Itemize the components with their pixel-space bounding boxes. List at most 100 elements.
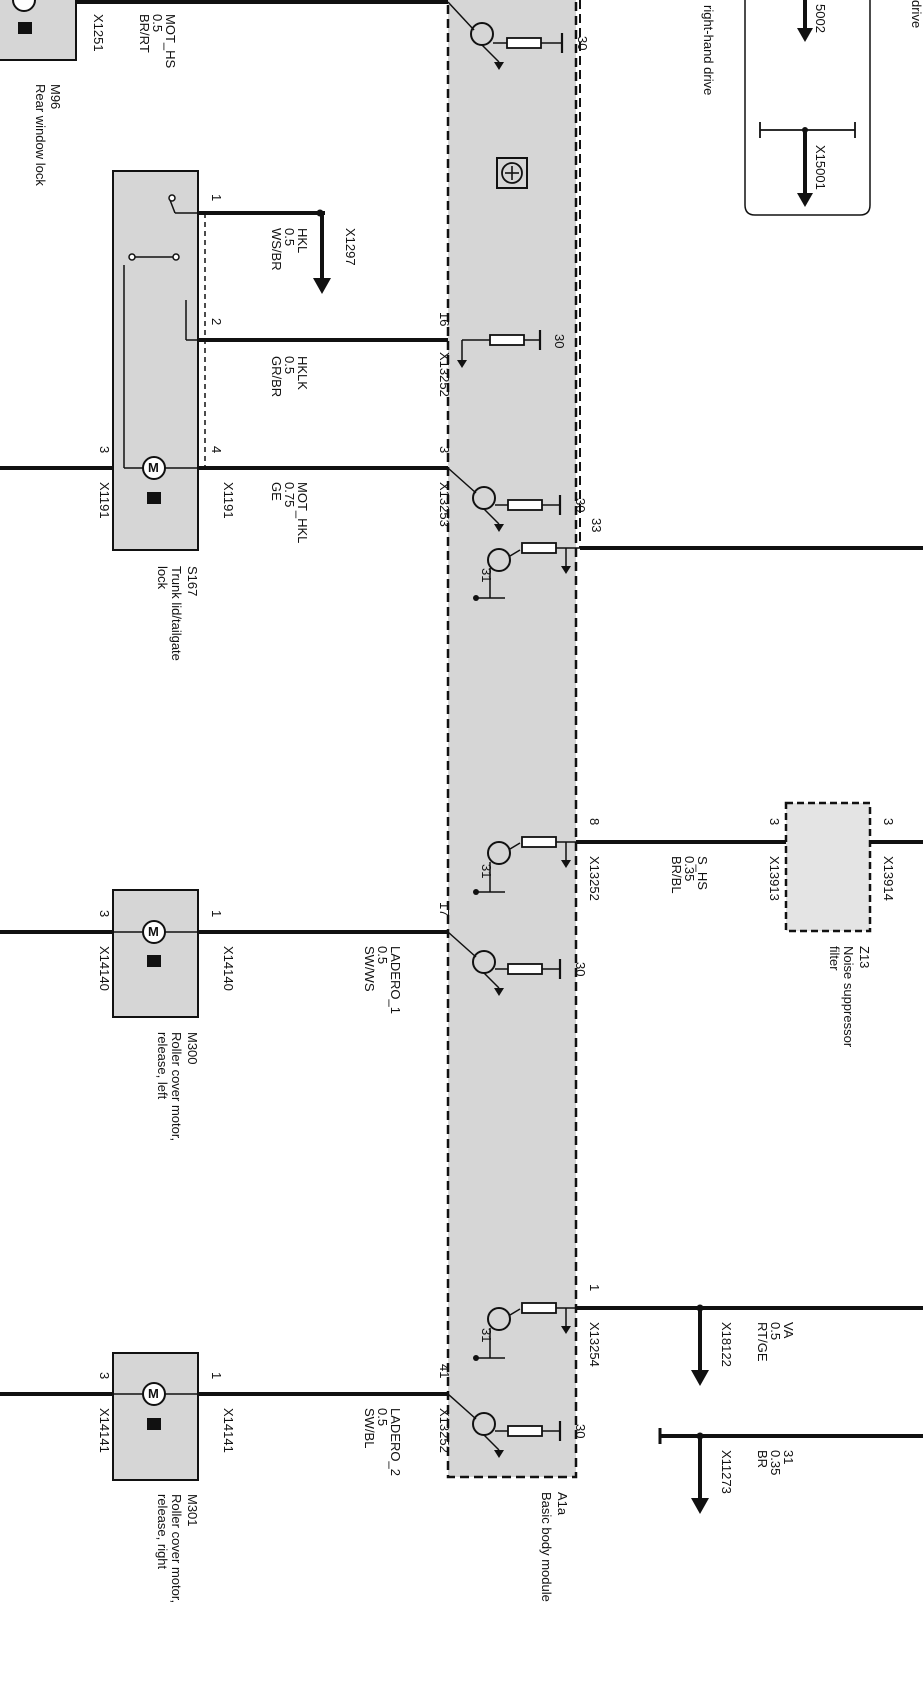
m301-component[interactable] bbox=[112, 1352, 199, 1481]
m300-component[interactable] bbox=[112, 889, 199, 1018]
s167-pin-4: 4 bbox=[209, 446, 224, 453]
circuit-m301: M 1 3 41 X14141 X14141 X13252 LADERO_2 0… bbox=[0, 1352, 588, 1603]
pin-30-m96: 30 bbox=[575, 36, 590, 50]
m96-code: M96 bbox=[48, 84, 63, 109]
x14141-label-3: X14141 bbox=[97, 1408, 112, 1453]
pin-31-33: 31 bbox=[479, 568, 494, 582]
s-hs-color: BR/BL bbox=[669, 856, 684, 894]
hklk-color: GR/BR bbox=[269, 356, 284, 397]
a1a-pin-41: 41 bbox=[437, 1364, 452, 1378]
va-name: VA bbox=[781, 1322, 796, 1339]
ladero1-size: 0.5 bbox=[375, 946, 390, 964]
s-hs-name: S_HS bbox=[695, 856, 710, 890]
va-size: 0.5 bbox=[768, 1322, 783, 1340]
m301-desc-1: Roller cover motor, bbox=[169, 1494, 184, 1603]
x13252-label-16: X13252 bbox=[437, 352, 452, 397]
m301-pin-3: 3 bbox=[97, 1372, 112, 1379]
circuit-ground-31: X11273 31 0.35 BR bbox=[658, 1428, 923, 1514]
z13-code: Z13 bbox=[857, 946, 872, 968]
x1251-label: X1251 bbox=[91, 14, 106, 52]
hkl-size: 0.5 bbox=[282, 228, 297, 246]
a1a-pin-33: 33 bbox=[589, 518, 604, 532]
mot-hs-name: MOT_HS bbox=[163, 14, 178, 69]
ladero1-color: SW/WS bbox=[362, 946, 377, 992]
m301-desc-2: release, right bbox=[155, 1494, 170, 1570]
m300-desc-2: release, left bbox=[155, 1032, 170, 1100]
ladero2-color: SW/BL bbox=[362, 1408, 377, 1448]
s-hs-size: 0.35 bbox=[682, 856, 697, 881]
hkl-color: WS/BR bbox=[269, 228, 284, 271]
s167-code: S167 bbox=[185, 566, 200, 596]
m96-desc: Rear window lock bbox=[33, 84, 48, 186]
pin-31-8: 31 bbox=[479, 864, 494, 878]
pin-30-ladero1: 30 bbox=[573, 962, 588, 976]
m96-component[interactable] bbox=[0, 0, 77, 61]
x13252-label-8: X13252 bbox=[587, 856, 602, 901]
x11273-label: X11273 bbox=[719, 1450, 734, 1494]
motor-glyph-m300: M bbox=[148, 924, 159, 939]
s167-component[interactable] bbox=[112, 170, 199, 551]
a1a-pin-3: 3 bbox=[437, 446, 452, 453]
circuit-pin-1-va: 1 X13254 X18122 VA 0.5 RT/GE 31 bbox=[473, 1284, 923, 1386]
module-a1a[interactable] bbox=[446, 0, 581, 1479]
circuit-pin-8: 8 X13252 S_HS 0.35 BR/BL 3 X13913 3 X139… bbox=[473, 801, 923, 1048]
a1a-pin-17: 17 bbox=[437, 902, 452, 916]
hklk-name: HKLK bbox=[295, 356, 310, 390]
s167-desc-2: lock bbox=[155, 566, 170, 590]
z13-component[interactable] bbox=[784, 801, 872, 933]
mot-hs-size: 0.5 bbox=[150, 14, 165, 32]
w31-color: BR bbox=[755, 1450, 770, 1468]
mot-hkl-name: MOT_HKL bbox=[295, 482, 310, 543]
a1a-pin-16: 16 bbox=[437, 312, 452, 326]
x13254-label: X13254 bbox=[587, 1322, 602, 1367]
m300-pin-1: 1 bbox=[209, 910, 224, 917]
pin-30-mot-hkl: 30 bbox=[573, 498, 588, 512]
z13-desc-2: filter bbox=[827, 946, 842, 971]
drive-variant-box: 5002 X15001 right-hand drive drive bbox=[701, 0, 923, 216]
s167-pin-2: 2 bbox=[209, 318, 224, 325]
a1a-code: A1a bbox=[555, 1492, 570, 1516]
hklk-size: 0.5 bbox=[282, 356, 297, 374]
x1297-label: X1297 bbox=[343, 228, 358, 266]
z13-desc-1: Noise suppressor bbox=[841, 946, 856, 1048]
x13914-label: X13914 bbox=[881, 856, 896, 901]
x14140-label-1: X14140 bbox=[221, 946, 236, 991]
m300-pin-3: 3 bbox=[97, 910, 112, 917]
s167-pin-1: 1 bbox=[209, 194, 224, 201]
m301-code: M301 bbox=[185, 1494, 200, 1527]
hkl-name: HKL bbox=[295, 228, 310, 253]
a1a-pin-8: 8 bbox=[587, 818, 602, 825]
w31-name: 31 bbox=[781, 1450, 796, 1464]
x1191-label-4: X1191 bbox=[221, 482, 236, 519]
s167-pin-3: 3 bbox=[97, 446, 112, 453]
x13253-label: X13253 bbox=[437, 482, 452, 527]
x1191-label-3: X1191 bbox=[97, 482, 112, 519]
m301-pin-1: 1 bbox=[209, 1372, 224, 1379]
x13252-label-41: X13252 bbox=[437, 1408, 452, 1453]
w31-size: 0.35 bbox=[768, 1450, 783, 1475]
ladero2-size: 0.5 bbox=[375, 1408, 390, 1426]
mot-hkl-size: 0.75 bbox=[282, 482, 297, 507]
z13-pin-3-out: 3 bbox=[881, 818, 896, 825]
circuit-pin-33: 33 31 bbox=[473, 518, 923, 601]
circuit-m96: X1251 MOT_HS 0.5 BR/RT M96 Rear window l… bbox=[0, 0, 590, 186]
va-color: RT/GE bbox=[755, 1322, 770, 1362]
s167-desc-1: Trunk lid/tailgate bbox=[169, 566, 184, 661]
m300-code: M300 bbox=[185, 1032, 200, 1065]
a1a-pin-1: 1 bbox=[587, 1284, 602, 1291]
ladero1-name: LADERO_1 bbox=[388, 946, 403, 1014]
drive-label: drive bbox=[909, 0, 923, 28]
mot-hs-color: BR/RT bbox=[137, 14, 152, 53]
pin-30-hklk: 30 bbox=[552, 334, 567, 348]
c15002-label: 5002 bbox=[813, 4, 828, 33]
a1a-desc: Basic body module bbox=[539, 1492, 554, 1602]
pin-30-ladero2: 30 bbox=[573, 1424, 588, 1438]
pin-31-va: 31 bbox=[479, 1328, 494, 1342]
x14141-label-1: X14141 bbox=[221, 1408, 236, 1453]
ladero2-name: LADERO_2 bbox=[388, 1408, 403, 1476]
x14140-label-3: X14140 bbox=[97, 946, 112, 991]
mot-hkl-color: GE bbox=[269, 482, 284, 501]
x13913-label: X13913 bbox=[767, 856, 782, 901]
m300-desc-1: Roller cover motor, bbox=[169, 1032, 184, 1141]
